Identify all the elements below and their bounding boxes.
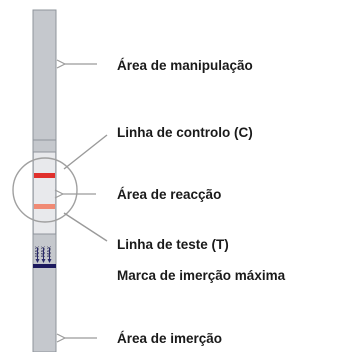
- label-test-line: Linha de teste (T): [117, 237, 229, 252]
- arrow-control-line: [63, 134, 108, 170]
- label-reaction-area: Área de reacção: [117, 187, 221, 202]
- max-markings: MAX MAX MAX: [35, 245, 53, 263]
- arrow-test-line: [63, 212, 108, 242]
- label-immersion-area: Área de imerção: [117, 331, 222, 346]
- label-handling-area: Área de manipulação: [117, 58, 253, 73]
- magnifier-circle: [12, 157, 78, 223]
- label-control-line: Linha de controlo (C): [117, 125, 253, 140]
- max-immersion-mark: [33, 264, 56, 268]
- test-line: [34, 204, 55, 209]
- max-arrows-icon: [35, 248, 52, 263]
- control-line: [34, 173, 55, 178]
- reaction-window: [34, 152, 55, 234]
- label-max-immersion-mark: Marca de imerção máxima: [117, 268, 286, 283]
